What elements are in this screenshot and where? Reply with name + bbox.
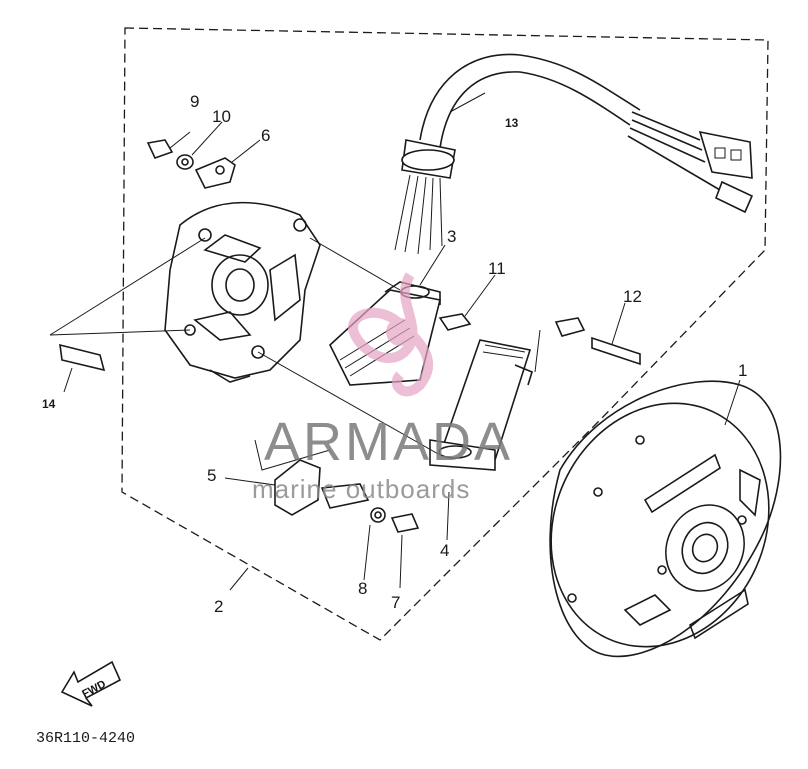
callout-1: 1: [738, 361, 747, 380]
callout-12: 12: [623, 287, 642, 306]
watermark-tagline: marine outboards: [252, 474, 470, 504]
fasteners-bottom: [370, 507, 420, 533]
callout-7: 7: [391, 593, 400, 612]
callout-5: 5: [207, 466, 216, 485]
screw-11: [438, 313, 472, 331]
screw-12-and-clip: [554, 317, 641, 366]
callout-11: 11: [488, 259, 506, 278]
pulser-coil: [274, 459, 370, 516]
callout-2: 2: [214, 597, 223, 616]
charge-coil: [429, 339, 533, 471]
watermark-brand: ARMADA: [264, 412, 513, 472]
callout-13: 13: [505, 116, 519, 130]
callout-14: 14: [42, 397, 56, 411]
wire-harness: [394, 53, 754, 255]
screw-14: [59, 343, 106, 372]
watermark-logo: [348, 272, 434, 397]
stator-base-plate: [164, 201, 321, 383]
fwd-arrow: FWD: [60, 660, 122, 707]
assembly-lines: [49, 92, 741, 591]
callout-10: 10: [212, 107, 231, 126]
bracket-and-fasteners-top: [146, 139, 236, 189]
callout-9: 9: [190, 92, 199, 111]
assembly-boundary: [121, 27, 769, 641]
flywheel: [549, 380, 782, 658]
logo-dot: [386, 318, 414, 346]
callout-3: 3: [447, 227, 456, 246]
diagram-code: 36R110-4240: [36, 730, 135, 747]
callout-6: 6: [261, 126, 270, 145]
callout-4: 4: [440, 541, 449, 560]
callout-8: 8: [358, 579, 367, 598]
